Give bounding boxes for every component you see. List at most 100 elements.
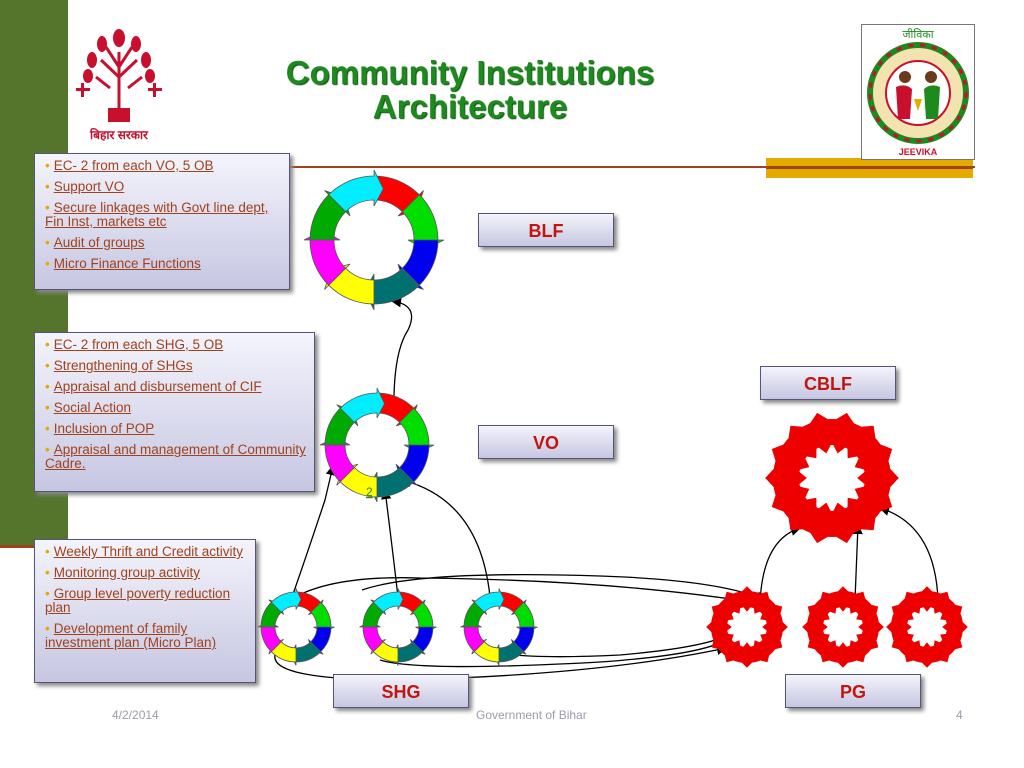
list-item: Secure linkages with Govt line dept, Fin… <box>45 201 283 229</box>
list-item: Social Action <box>45 401 308 415</box>
ring-spike <box>940 633 963 650</box>
ring-spike <box>711 633 734 650</box>
ring-spike <box>724 591 741 614</box>
footer-date: 4/2/2014 <box>112 708 159 722</box>
jeevika-emblem-icon <box>867 42 969 144</box>
ring-spike <box>724 640 741 663</box>
header-gold-bar <box>766 158 973 178</box>
list-item: Strengthening of SHGs <box>45 359 308 373</box>
shg-label: SHG <box>333 674 469 708</box>
arrow-shg1-to-pg <box>289 577 772 609</box>
ring-spike <box>820 640 837 663</box>
shg-ring-3 <box>460 588 538 666</box>
shg-ring-2 <box>359 588 437 666</box>
ring-spike <box>933 591 950 614</box>
ring-body <box>807 591 879 663</box>
vo-label: VO <box>478 425 614 459</box>
ring-body <box>773 419 891 537</box>
list-item: Micro Finance Functions <box>45 257 283 271</box>
title-line-2: Architecture <box>372 88 568 125</box>
list-item-text: Strengthening of SHGs <box>53 358 193 373</box>
list-item-text: Weekly Thrift and Credit activity <box>53 544 244 559</box>
ring-spike <box>891 633 914 650</box>
list-item-text: Social Action <box>53 400 132 415</box>
ring-spike <box>858 620 884 634</box>
blf-label: BLF <box>478 213 614 247</box>
ring-spike <box>940 604 963 621</box>
list-item: Development of family investment plan (M… <box>45 622 249 650</box>
ring-spike <box>920 642 934 668</box>
ring-spike <box>760 633 783 650</box>
ring-spike <box>807 604 830 621</box>
ring-spike <box>771 443 810 470</box>
ring-segment <box>339 387 385 423</box>
ring-spike <box>820 591 837 614</box>
jeevika-logo: जीविका JEEVIKA <box>861 24 975 160</box>
ring-spike <box>832 412 855 454</box>
list-item-text: Monitoring group activity <box>53 565 201 580</box>
arrow-shg3-to-vo <box>400 477 491 598</box>
ring-spike <box>856 604 879 621</box>
header-rule <box>180 166 975 168</box>
ring-spike <box>847 497 876 531</box>
ring-segment <box>372 588 404 613</box>
vo-ring <box>319 387 435 503</box>
list-item: Group level poverty reduction plan <box>45 587 249 615</box>
ring-spike <box>706 620 732 634</box>
ring-spike <box>836 642 850 668</box>
list-item-text: EC- 2 from each VO, 5 OB <box>53 158 214 173</box>
shg-functions-box: Weekly Thrift and Credit activity Monito… <box>34 539 256 683</box>
vo-functions-box: EC- 2 from each SHG, 5 OB Strengthening … <box>34 332 315 492</box>
list-item-text: EC- 2 from each SHG, 5 OB <box>53 337 224 352</box>
bihar-sarkar-text: बिहार सरकार <box>90 128 148 142</box>
ring-spike <box>832 502 855 544</box>
list-item-text: Development of family investment plan (M… <box>45 621 217 650</box>
list-item-text: Appraisal and disbursement of CIF <box>53 379 262 394</box>
ring-spike <box>857 467 899 489</box>
bodhi-tree-icon <box>76 29 162 122</box>
ring-body <box>891 591 963 663</box>
cblf-label: CBLF <box>760 366 896 400</box>
list-item: Appraisal and disbursement of CIF <box>45 380 308 394</box>
blf-ring <box>303 169 445 311</box>
ring-spike <box>788 497 817 531</box>
pg-ring-3 <box>886 586 968 668</box>
list-item-text: Appraisal and management of Community Ca… <box>45 442 306 471</box>
jeevika-bottom-text: JEEVIKA <box>898 147 938 157</box>
blf-functions-box: EC- 2 from each VO, 5 OB Support VO Secu… <box>34 153 290 290</box>
arrow-shg2-to-pg-low <box>379 639 728 668</box>
list-item-text: Inclusion of POP <box>53 421 155 436</box>
ring-spike <box>849 640 866 663</box>
ring-spike <box>753 591 770 614</box>
arrow-pg1-to-cblf <box>759 525 802 606</box>
ring-spike <box>854 443 893 470</box>
list-item-text: Micro Finance Functions <box>53 256 201 271</box>
footer-page-number: 4 <box>956 708 963 722</box>
pg-ring-1 <box>706 586 788 668</box>
arrow-shg2-to-vo <box>380 488 399 598</box>
bihar-sarkar-logo: बिहार सरकार <box>66 22 172 146</box>
cblf-ring <box>765 412 899 544</box>
page-title: Community Institutions Architecture <box>190 56 750 124</box>
ring-spike <box>765 467 807 489</box>
list-item: Support VO <box>45 180 283 194</box>
ring-segment <box>270 588 302 613</box>
arrow-shg2-to-pg <box>361 573 767 602</box>
ring-spike <box>802 620 828 634</box>
jeevika-top-text: जीविका <box>902 29 934 41</box>
list-item: Appraisal and management of Community Ca… <box>45 443 308 471</box>
footer-org: Government of Bihar <box>476 708 587 722</box>
vo-functions-list: EC- 2 from each SHG, 5 OB Strengthening … <box>45 338 308 471</box>
arrow-pg2-to-cblf <box>852 523 863 601</box>
list-item: Inclusion of POP <box>45 422 308 436</box>
ring-spike <box>836 586 850 612</box>
ring-spike <box>854 486 893 513</box>
list-item: EC- 2 from each VO, 5 OB <box>45 159 283 173</box>
list-item: Monitoring group activity <box>45 566 249 580</box>
vo-number-label: 2 <box>366 485 373 499</box>
ring-spike <box>809 502 832 544</box>
ring-spike <box>711 604 734 621</box>
ring-spike <box>807 633 830 650</box>
arrow-pg3-to-cblf <box>878 505 939 601</box>
